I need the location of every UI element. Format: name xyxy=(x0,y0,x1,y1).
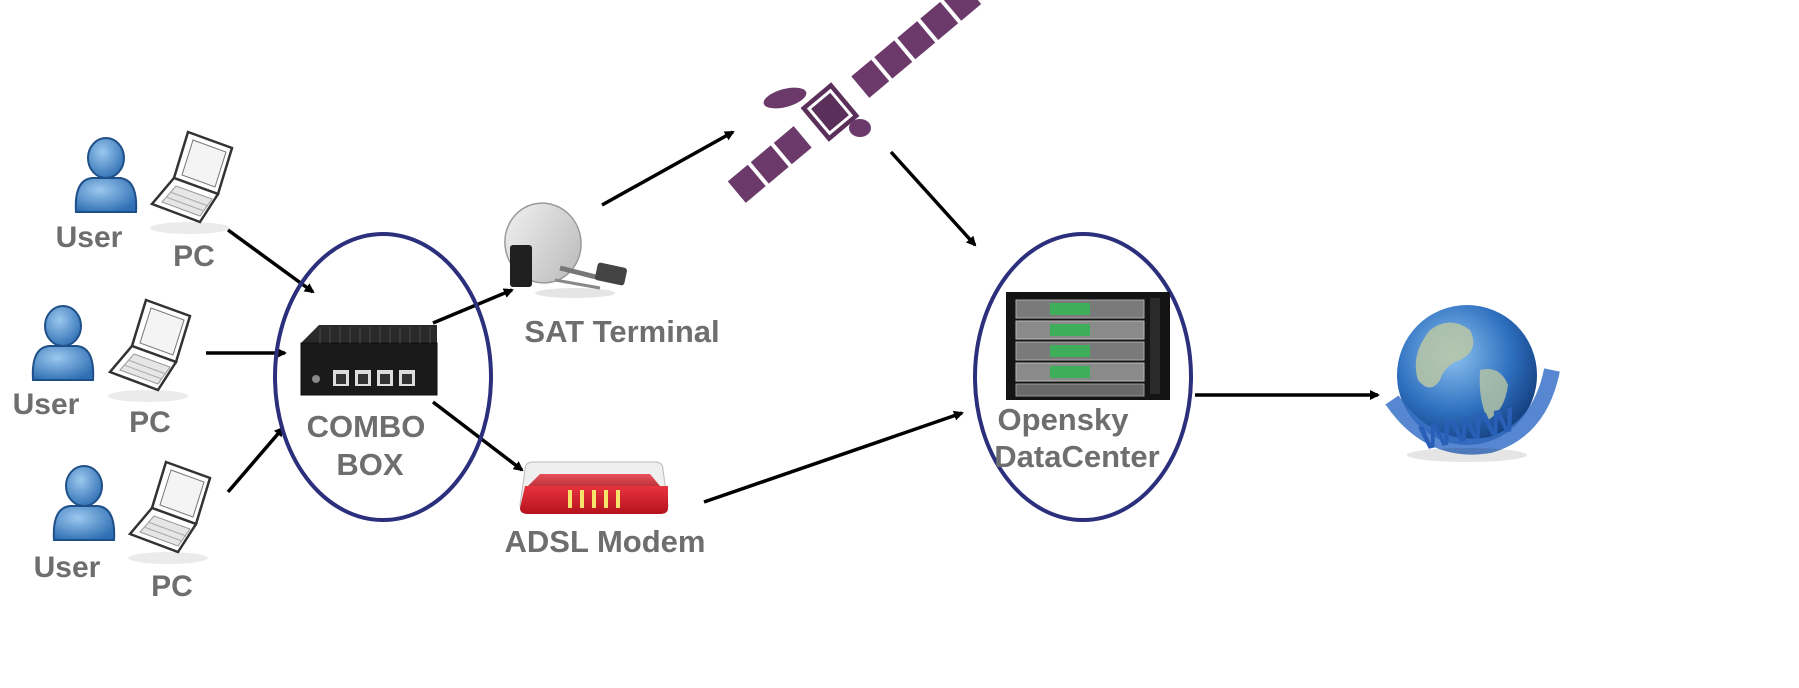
laptop-icon xyxy=(148,130,234,236)
combo-box-label-line1: COMBO xyxy=(307,409,426,444)
adsl-modem-node: ADSL Modem xyxy=(505,461,706,559)
mini-pc-icon xyxy=(300,325,438,396)
laptop-icon xyxy=(106,298,192,404)
datacenter-label-line1: Opensky xyxy=(998,402,1130,437)
user-group-3: User PC xyxy=(34,460,212,603)
arrow-combo-to-sat xyxy=(432,288,514,325)
user-label: User xyxy=(34,551,101,584)
modem-icon xyxy=(519,461,669,514)
pc-label: PC xyxy=(173,240,215,273)
combo-box-node: COMBO BOX xyxy=(273,232,493,522)
user-icon xyxy=(52,465,116,541)
user-label: User xyxy=(13,388,80,421)
user-group-2: User PC xyxy=(13,298,192,439)
adsl-modem-label: ADSL Modem xyxy=(505,524,706,559)
sat-terminal-label: SAT Terminal xyxy=(524,314,719,349)
arrow-user1-to-combo xyxy=(226,228,315,294)
user-group-1: User PC xyxy=(56,130,234,273)
arrow-combo-to-adsl xyxy=(431,400,524,472)
connection-arrows xyxy=(206,130,1380,504)
pc-label: PC xyxy=(151,570,193,603)
satellite-icon xyxy=(727,0,982,203)
arrow-sat-to-satellite xyxy=(601,130,735,207)
server-rack-icon xyxy=(1006,292,1170,400)
arrow-adsl-to-datacenter xyxy=(703,410,964,504)
satellite-dish-icon xyxy=(504,202,627,298)
laptop-icon xyxy=(126,460,212,566)
user-icon xyxy=(74,137,138,213)
sat-terminal-node: SAT Terminal xyxy=(504,202,720,349)
datacenter-ellipse xyxy=(973,232,1193,522)
user-icon xyxy=(31,305,95,381)
datacenter-label-line2: DataCenter xyxy=(994,439,1159,474)
www-globe-icon: WWW xyxy=(1385,305,1560,462)
user-label: User xyxy=(56,221,123,254)
combo-box-ellipse xyxy=(273,232,493,522)
arrow-user3-to-combo xyxy=(226,426,285,494)
combo-box-label-line2: BOX xyxy=(336,447,404,482)
arrow-satellite-to-datacenter xyxy=(889,150,977,247)
datacenter-node: Opensky DataCenter xyxy=(973,232,1193,522)
pc-label: PC xyxy=(129,406,171,439)
